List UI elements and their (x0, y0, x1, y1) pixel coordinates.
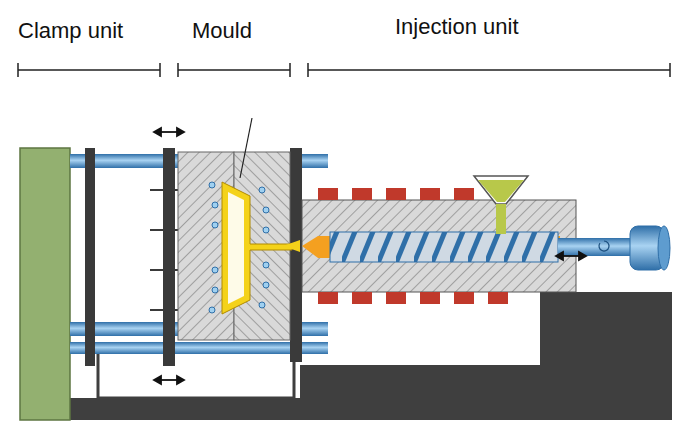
unit-label: Mould (192, 18, 252, 44)
mould-cavity (222, 182, 292, 314)
end-platen (20, 148, 70, 420)
granules (496, 204, 506, 234)
bracket (18, 63, 670, 77)
moving-platen (163, 148, 175, 366)
unit-label: Injection unit (395, 14, 519, 40)
piston-rod (558, 238, 638, 256)
rotation-symbol (599, 241, 609, 251)
tie-bar (70, 342, 328, 354)
ejector-pins (150, 190, 178, 310)
barrel (302, 200, 576, 292)
platen (85, 148, 95, 366)
cooling-channels (209, 182, 269, 313)
nozzle-melt (283, 240, 300, 252)
screw (330, 232, 558, 262)
granules (478, 180, 524, 202)
heater-bands (318, 188, 508, 304)
core (228, 192, 244, 304)
unit-label: Clamp unit (18, 18, 123, 44)
leader-line (240, 118, 252, 178)
movement-arrow (154, 128, 586, 384)
drive-cylinder-end (658, 226, 670, 270)
fixed-platen (290, 148, 302, 362)
machine-base (70, 292, 672, 420)
hopper (474, 176, 528, 204)
clamp-cylinder-housing (98, 350, 294, 398)
